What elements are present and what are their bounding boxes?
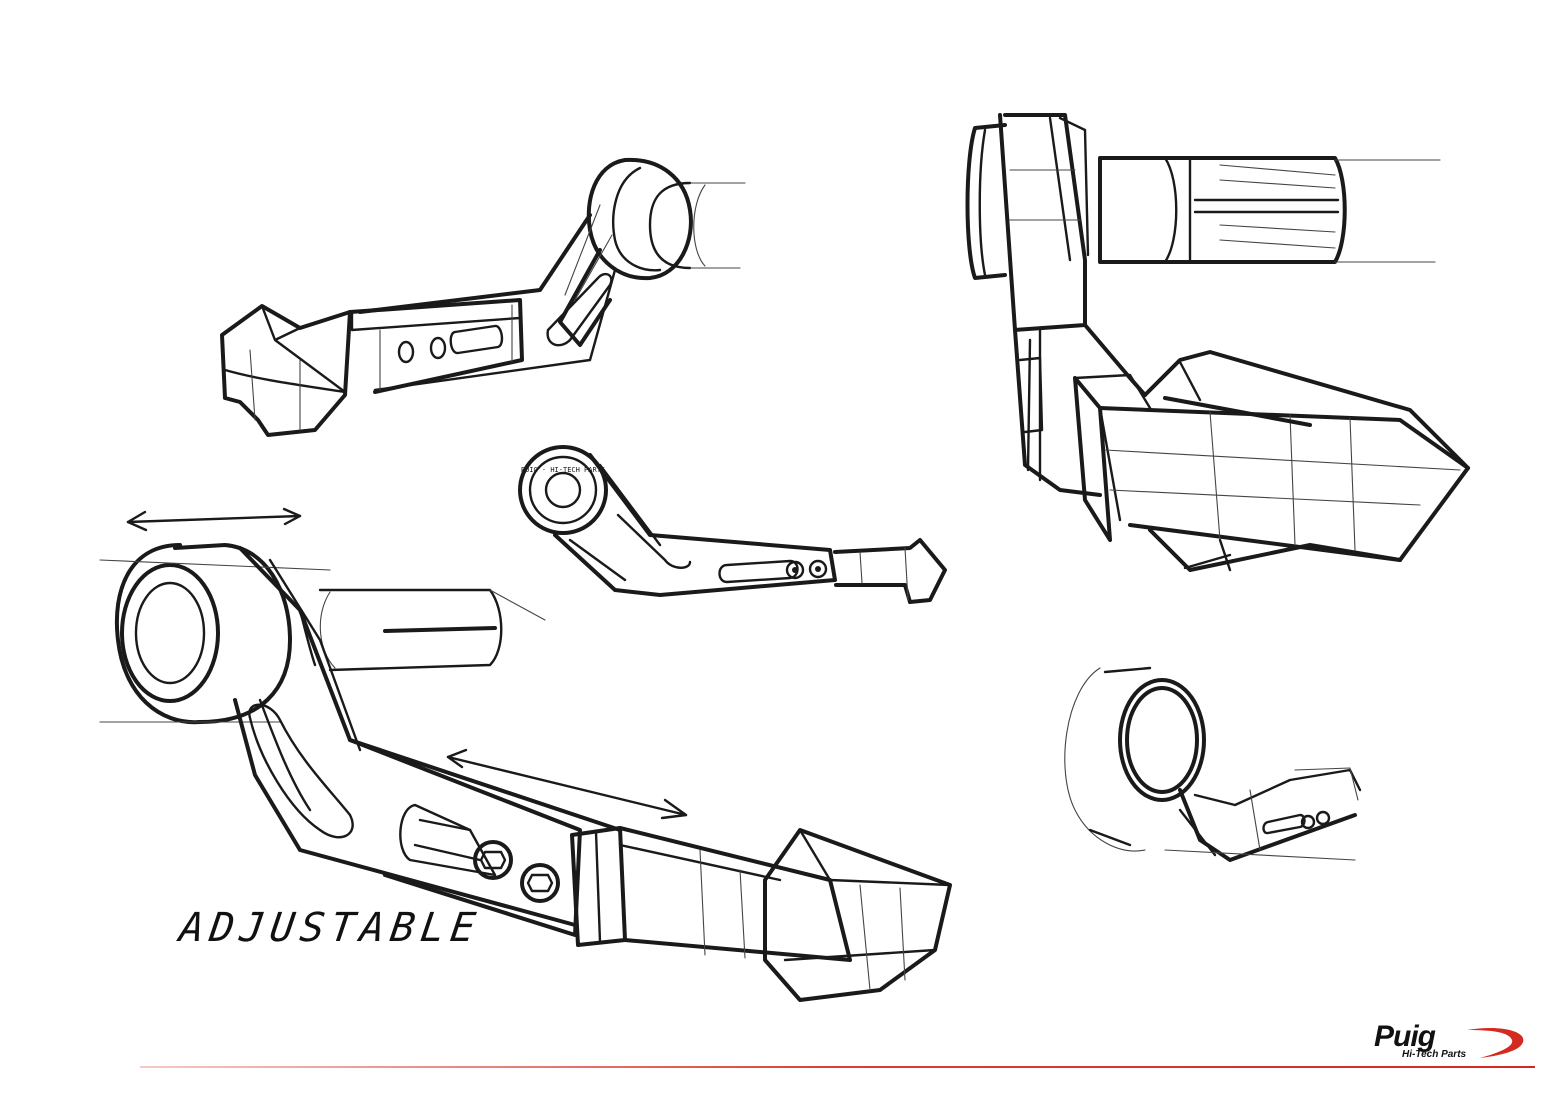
brand-logo: Puig Hi-Tech Parts: [1372, 1020, 1532, 1062]
adjust-arrow-top: [126, 507, 302, 532]
adjust-arrow-mid: [446, 748, 688, 820]
sketch-middle-lever-profile: PUIG · HI-TECH PARTS: [518, 445, 947, 604]
brand-name: Puig: [1374, 1020, 1436, 1053]
adjustable-caption: ADJUSTABLE: [176, 905, 485, 951]
bolt-right: [520, 863, 560, 903]
brand-tagline: Hi-Tech Parts: [1402, 1049, 1467, 1060]
brand-swoosh-icon: [1467, 1027, 1524, 1058]
sketch-right-top-view-guard: [965, 113, 1470, 572]
sketch-top-left-lever-guard: [220, 157, 746, 437]
clamp-engraving: PUIG · HI-TECH PARTS: [521, 466, 605, 474]
footer-rule: [140, 1066, 1535, 1068]
bolt-left: [473, 840, 513, 880]
sketch-bottom-left-adjustable-guard: [99, 507, 952, 1002]
sketch-bottom-right-perspective: [1064, 666, 1362, 862]
